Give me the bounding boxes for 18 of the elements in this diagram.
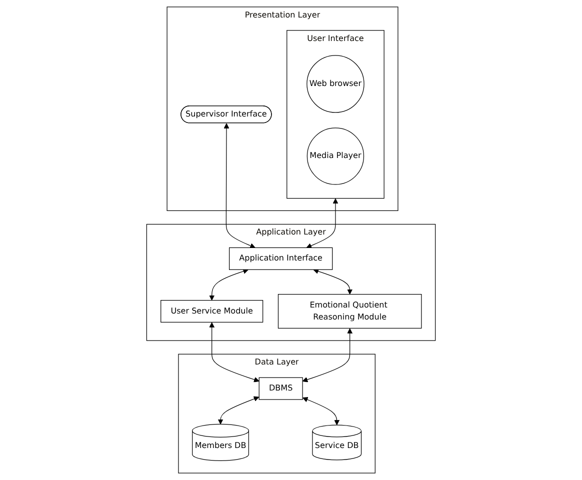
node-box [258,377,303,400]
arrow [302,397,340,426]
arrow [313,268,353,295]
arrow [302,328,353,382]
cluster [178,354,376,474]
cluster [146,224,436,341]
cluster [286,30,384,199]
arrow [209,268,248,301]
node-box [160,300,264,323]
node-box [278,294,422,329]
node-circle [306,55,364,113]
arrow [306,198,338,248]
arrow [209,322,260,382]
node-box [229,247,333,270]
node-circle [306,128,364,185]
cluster [166,6,398,211]
arrow [218,396,260,424]
arrow [224,123,256,248]
